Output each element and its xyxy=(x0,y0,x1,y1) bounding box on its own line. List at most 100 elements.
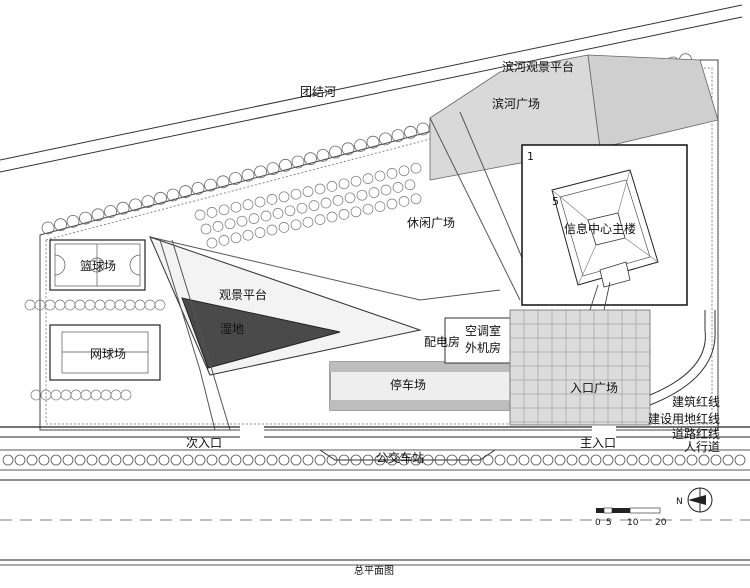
scale-label-0: 0 xyxy=(595,518,601,528)
street-tree-icon xyxy=(722,454,734,466)
tree-icon xyxy=(204,178,217,192)
parking-label: 停车场 xyxy=(390,377,426,392)
wetland xyxy=(181,297,341,369)
tree-icon xyxy=(279,158,292,172)
tree-icon xyxy=(316,148,330,162)
bus-bay xyxy=(319,449,496,461)
street-tree-icon xyxy=(170,454,182,466)
tree-icon xyxy=(40,389,52,401)
tree-icon xyxy=(24,299,36,311)
tree-icon xyxy=(404,125,417,139)
basketball-court xyxy=(49,239,146,291)
street-tree-icon xyxy=(590,454,602,466)
tree-icon xyxy=(166,188,180,202)
tree-icon xyxy=(379,132,392,146)
tree-icon xyxy=(296,202,308,214)
tree-icon xyxy=(206,207,218,218)
tree-icon xyxy=(416,122,430,136)
street-tree-icon xyxy=(662,454,674,466)
tree-icon xyxy=(314,183,326,195)
tree-icon xyxy=(129,198,142,212)
street-tree-icon xyxy=(314,454,326,466)
road xyxy=(0,426,750,566)
tree-icon xyxy=(110,389,122,401)
bus-stop-label: 公交车站 xyxy=(376,450,424,465)
tree-icon xyxy=(236,215,248,227)
tree-icon xyxy=(91,208,105,222)
tree-icon xyxy=(404,179,416,191)
riverside-plaza-label: 滨河广场 xyxy=(492,96,540,111)
tree-icon xyxy=(230,201,242,213)
basketball-court-label: 篮球场 xyxy=(80,258,116,273)
entrance-gaps xyxy=(240,426,616,438)
tree-icon xyxy=(291,155,305,169)
tree-icon xyxy=(80,389,92,401)
tree-icon xyxy=(120,389,132,401)
tree-icon xyxy=(326,211,338,223)
tree-icon xyxy=(380,184,392,196)
tree-icon xyxy=(194,209,206,221)
tree-icon xyxy=(60,389,72,401)
street-tree-icon xyxy=(122,454,134,466)
street-tree-icon xyxy=(530,454,542,466)
west-walkway xyxy=(159,239,231,431)
tree-icon xyxy=(114,299,126,311)
street-tree-icon xyxy=(542,454,554,466)
street-tree-icon xyxy=(74,454,86,466)
tree-icon xyxy=(398,165,410,177)
north-arrow-letter: N xyxy=(676,497,683,507)
tree-icon xyxy=(302,216,314,228)
tree-icon xyxy=(104,299,116,311)
tree-icon xyxy=(254,196,266,208)
tree-icon xyxy=(248,213,260,224)
street-tree-icon xyxy=(50,454,62,466)
parking-lot xyxy=(329,361,511,411)
river-label: 团结河 xyxy=(300,85,336,99)
tree-icon xyxy=(104,205,117,218)
land-red-line-label: 建设用地红线 xyxy=(648,411,720,426)
tree-icon xyxy=(266,162,280,176)
drawing-caption: 总平面图 xyxy=(354,564,394,577)
street-tree-icon xyxy=(266,454,278,466)
tree-icon xyxy=(329,145,342,159)
street-tree-icon xyxy=(494,454,506,466)
tree-icon xyxy=(341,142,355,156)
tree-icon xyxy=(74,299,86,311)
street-tree-icon xyxy=(554,454,566,466)
tree-icon xyxy=(230,232,242,244)
tree-icon xyxy=(254,165,267,179)
tree-icon xyxy=(70,389,82,401)
tree-icon xyxy=(41,221,55,235)
viewing-platform-label: 观景平台 xyxy=(219,287,267,302)
street-tree-icon xyxy=(674,454,686,466)
tree-icon xyxy=(354,139,367,152)
tree-icon xyxy=(326,181,338,192)
street-tree-icon xyxy=(98,454,110,466)
tree-icon xyxy=(391,129,405,143)
ac-room-label-line1: 空调室 xyxy=(465,323,501,338)
tree-icon xyxy=(229,172,242,185)
street-tree-icon xyxy=(518,454,530,466)
tree-icon xyxy=(356,189,368,201)
tree-icon xyxy=(124,299,136,311)
tree-icon xyxy=(362,203,374,215)
street-tree-icon xyxy=(62,454,74,466)
main-entrance-label: 主入口 xyxy=(580,436,616,450)
entrance-plaza-paving xyxy=(509,309,651,426)
tree-icon xyxy=(216,175,230,189)
tree-icon xyxy=(332,195,344,206)
tree-icon xyxy=(100,389,112,401)
street-tree-icon xyxy=(86,454,98,466)
building-red-line-label: 建筑红线 xyxy=(672,394,720,409)
tree-icon xyxy=(191,181,205,195)
street-tree-icon xyxy=(14,454,26,466)
street-tree-icon xyxy=(182,454,194,466)
street-tree-icon xyxy=(302,454,314,466)
tree-canopy-middle xyxy=(24,162,422,401)
main-building-footprint xyxy=(551,169,659,311)
street-tree-icon xyxy=(602,454,614,466)
street-tree-icon xyxy=(230,454,242,466)
tree-icon xyxy=(386,198,398,210)
power-and-ac-rooms xyxy=(444,317,514,364)
main-building-mark-inner: 5 xyxy=(552,195,559,208)
